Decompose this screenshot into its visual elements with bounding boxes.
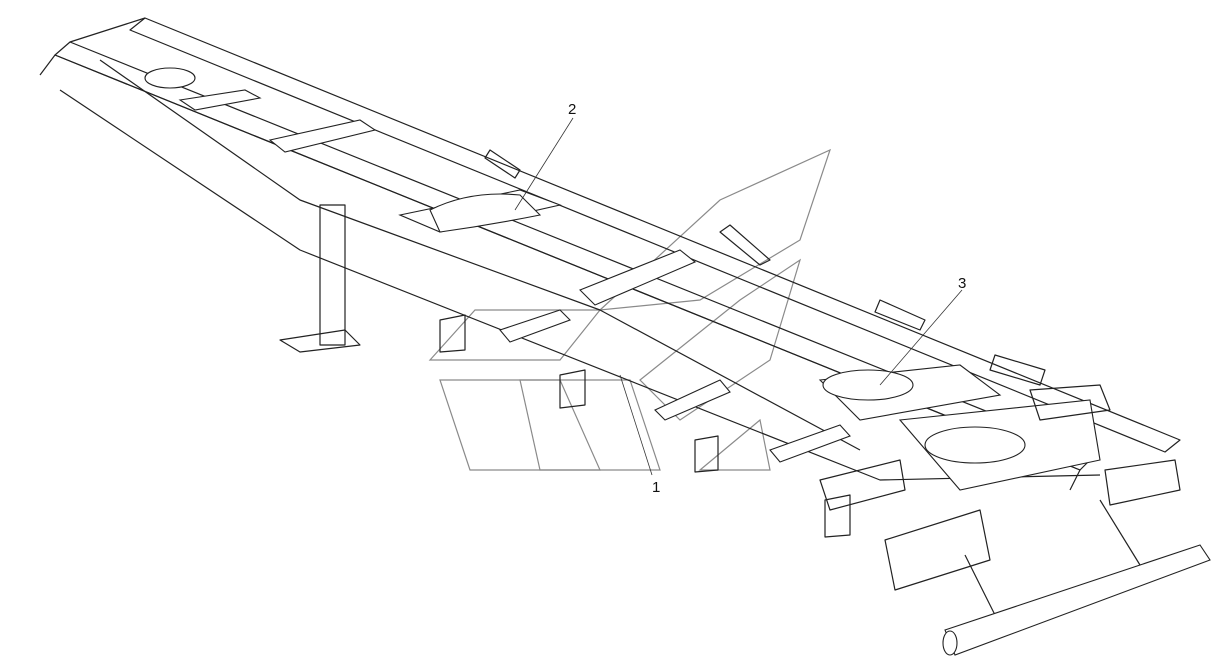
callout-2: 2 xyxy=(568,101,576,118)
leader-lines xyxy=(514,117,963,476)
cross-members xyxy=(144,67,1101,491)
brackets xyxy=(279,149,1211,656)
callout-1: 1 xyxy=(652,479,660,496)
callout-3: 3 xyxy=(958,275,966,292)
watermark-logo xyxy=(428,148,832,471)
